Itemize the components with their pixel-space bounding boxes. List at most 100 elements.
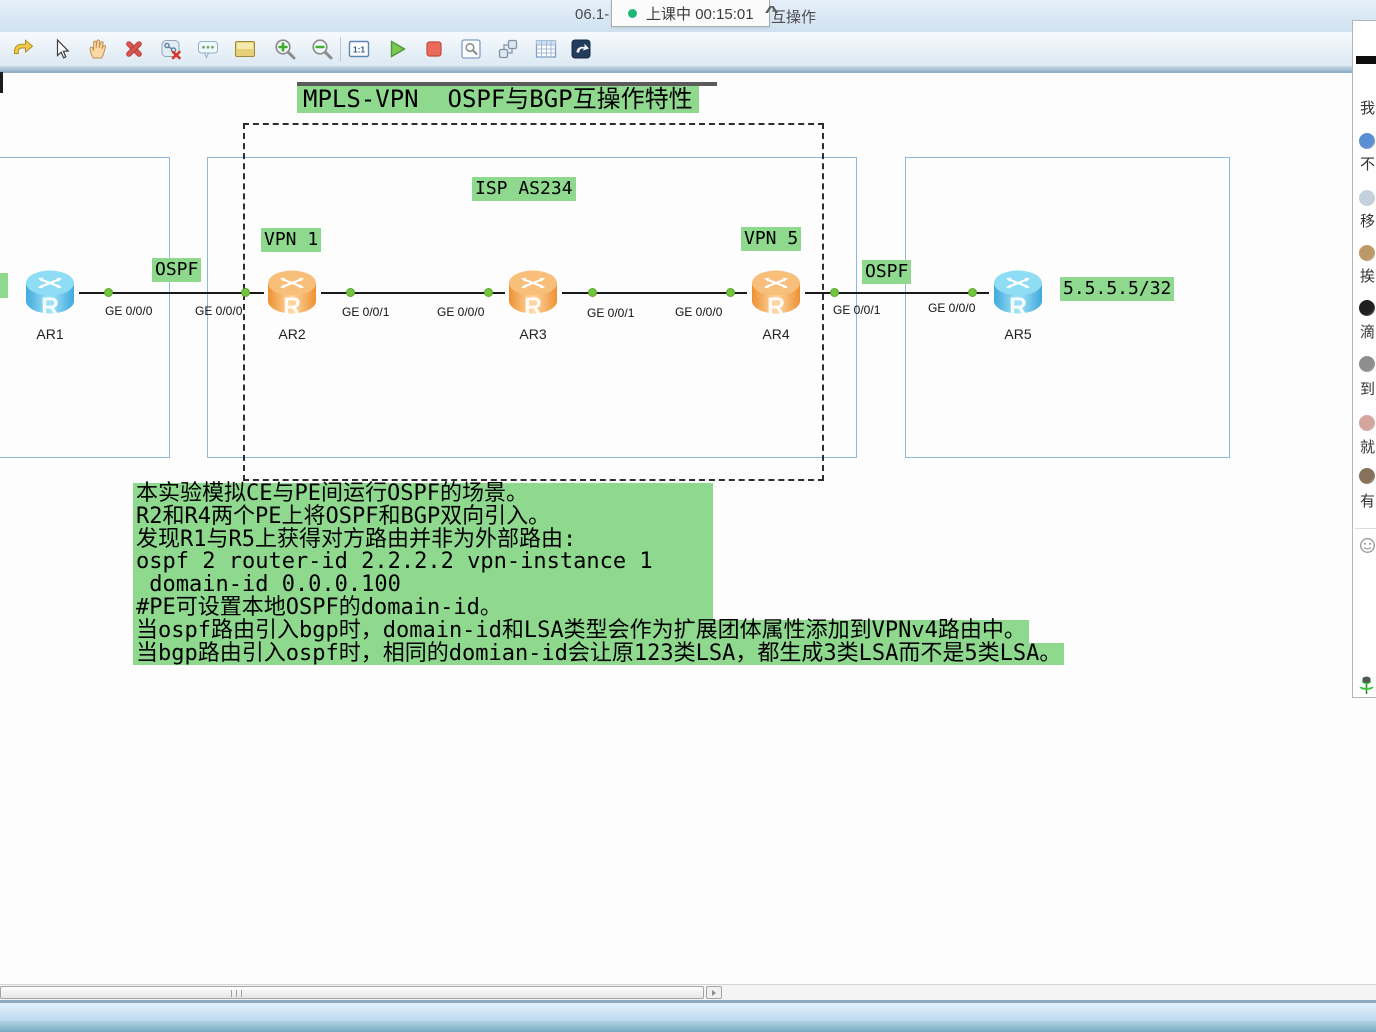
interface-dot	[104, 288, 113, 297]
router-name-label: AR2	[278, 326, 306, 342]
toolbar-cli-console-button[interactable]	[567, 35, 595, 63]
label-isp-as234[interactable]: ISP AS234	[472, 177, 576, 201]
avatar	[1359, 133, 1375, 149]
scrollbar-thumb[interactable]	[0, 986, 704, 999]
rose-icon	[1359, 676, 1374, 694]
chat-message-fragment: 就	[1360, 439, 1376, 456]
label-ospf-right[interactable]: OSPF	[862, 260, 912, 284]
diagram-title[interactable]: MPLS-VPN OSPF与BGP互操作特性	[297, 86, 699, 113]
note-line: 发现R1与R5上获得对方路由并非为外部路由:	[136, 526, 577, 552]
toolbar-divider	[340, 37, 341, 61]
notes-block-1: 本实验模拟CE与PE间运行OSPF的场景。 R2和R4两个PE上将OSPF和BG…	[133, 481, 713, 620]
router-AR3[interactable]: R	[504, 264, 562, 327]
chat-message-fragment: 移	[1360, 213, 1376, 230]
interface-label: GE 0/0/0	[105, 304, 153, 318]
select-icon	[56, 38, 70, 59]
interface-dot	[830, 288, 839, 297]
label-cutoff-left-edge[interactable]	[0, 273, 8, 298]
router-icon: R	[268, 270, 316, 321]
label-vpn-1[interactable]: VPN 1	[261, 228, 322, 252]
emoji-button[interactable]	[1359, 537, 1376, 559]
avatar	[1359, 468, 1375, 484]
interface-label: GE 0/0/1	[342, 305, 390, 319]
router-name-label: AR1	[36, 326, 64, 342]
site-box-2	[207, 157, 857, 458]
toolbar-select-button[interactable]	[47, 35, 75, 63]
toolbar-annotation-button[interactable]	[194, 35, 222, 63]
note-line: 本实验模拟CE与PE间运行OSPF的场景。	[136, 481, 528, 506]
toolbar-pan-button[interactable]	[84, 35, 112, 63]
stop-device-icon	[426, 41, 442, 57]
note-line: R2和R4两个PE上将OSPF和BGP双向引入。	[136, 503, 551, 529]
packet-capture-icon	[461, 39, 481, 59]
actual-size-icon: 1:1	[348, 40, 370, 58]
router-AR1[interactable]: R	[21, 264, 79, 327]
class-status-label: 上课中	[646, 5, 692, 23]
toolbar-actual-size-button[interactable]: 1:1	[345, 35, 373, 63]
avatar	[1359, 190, 1375, 206]
svg-text:R: R	[1009, 293, 1027, 321]
label-ospf-left[interactable]: OSPF	[152, 258, 202, 282]
svg-text:R: R	[524, 293, 542, 321]
horizontal-scrollbar[interactable]	[0, 984, 1376, 1000]
toolbar-address-table-button[interactable]	[532, 35, 560, 63]
router-AR4[interactable]: R	[747, 264, 805, 327]
toolbar-delete-link-button[interactable]	[157, 35, 185, 63]
as-dashed-box	[243, 123, 824, 481]
pan-icon	[89, 39, 107, 59]
window-title-left: 06.1-	[575, 6, 610, 23]
gift-rose-button[interactable]	[1358, 673, 1375, 697]
interface-dot	[968, 288, 977, 297]
toolbar-zoom-out-button[interactable]	[308, 35, 336, 63]
window-title-right: 互操作	[771, 9, 817, 26]
avatar	[1359, 356, 1375, 372]
chat-message-fragment: 不	[1360, 156, 1376, 173]
router-icon: R	[26, 270, 74, 321]
canvas-edge-mark	[0, 72, 3, 93]
text-box-icon	[235, 41, 255, 57]
note-line: 当ospf路由引入bgp时，domain-id和LSA类型会作为扩展团体属性添加…	[133, 619, 1029, 643]
chat-message-fragment: 挨	[1360, 268, 1376, 285]
window-bottom-border	[0, 1000, 1376, 1003]
toolbar-start-device-button[interactable]	[383, 35, 411, 63]
toolbar-redo-button[interactable]	[9, 35, 37, 63]
toolbar-packet-capture-button[interactable]	[457, 35, 485, 63]
interface-label: GE 0/0/0	[928, 301, 976, 315]
toolbar-zoom-in-button[interactable]	[271, 35, 299, 63]
taskbar-strip	[0, 1003, 1376, 1021]
router-icon: R	[994, 270, 1042, 321]
toolbar: 1:1	[0, 32, 1376, 67]
video-strip-edge	[1356, 56, 1376, 64]
router-name-label: AR3	[519, 326, 547, 342]
zoom-in-icon	[275, 39, 296, 60]
label-vpn-5[interactable]: VPN 5	[741, 227, 802, 251]
interface-dot	[346, 288, 355, 297]
redo-icon	[14, 39, 34, 54]
router-AR5[interactable]: R	[989, 264, 1047, 327]
recording-dot-icon	[628, 8, 637, 18]
smiley-icon	[1360, 538, 1375, 553]
scrollbar-end-button[interactable]	[706, 986, 722, 999]
avatar	[1359, 415, 1375, 431]
class-timer-overlay[interactable]: 上课中 00:15:01 ^	[611, 0, 778, 27]
toolbar-text-box-button[interactable]	[231, 35, 259, 63]
avatar	[1359, 300, 1375, 316]
router-AR2[interactable]: R	[263, 264, 321, 327]
router-name-label: AR4	[762, 326, 790, 342]
collapse-chevron-icon[interactable]: ^	[764, 4, 779, 21]
toolbar-stop-device-button[interactable]	[420, 35, 448, 63]
toolbar-delete-button[interactable]	[120, 35, 148, 63]
router-icon: R	[509, 270, 557, 321]
svg-text:R: R	[767, 293, 785, 321]
note-line: ospf 2 router-id 2.2.2.2 vpn-instance 1	[136, 549, 653, 575]
cli-console-icon	[571, 39, 591, 59]
interface-label: GE 0/0/0	[675, 305, 723, 319]
interface-dot	[588, 288, 597, 297]
link-segment-2	[321, 292, 505, 294]
chat-message-fragment: 到	[1360, 381, 1376, 398]
diagram-title-top-edge	[297, 82, 717, 86]
label-loopback-5[interactable]: 5.5.5.5/32	[1060, 277, 1175, 301]
notes-text-block[interactable]: 本实验模拟CE与PE间运行OSPF的场景。 R2和R4两个PE上将OSPF和BG…	[133, 481, 1065, 666]
toolbar-topology-button[interactable]	[494, 35, 522, 63]
